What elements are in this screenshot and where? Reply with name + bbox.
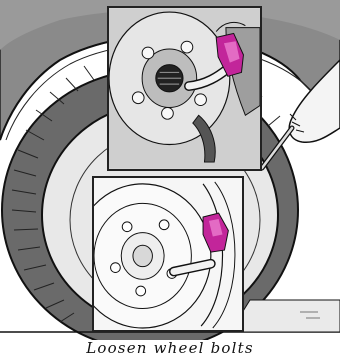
figure-caption: Loosen wheel bolts (0, 339, 340, 357)
detail-top-inset (107, 6, 262, 171)
detail-bottom-inset (92, 176, 244, 332)
wheel-bolt-detail-top (109, 8, 260, 169)
wheel-bolt-detail-bottom (94, 178, 242, 330)
